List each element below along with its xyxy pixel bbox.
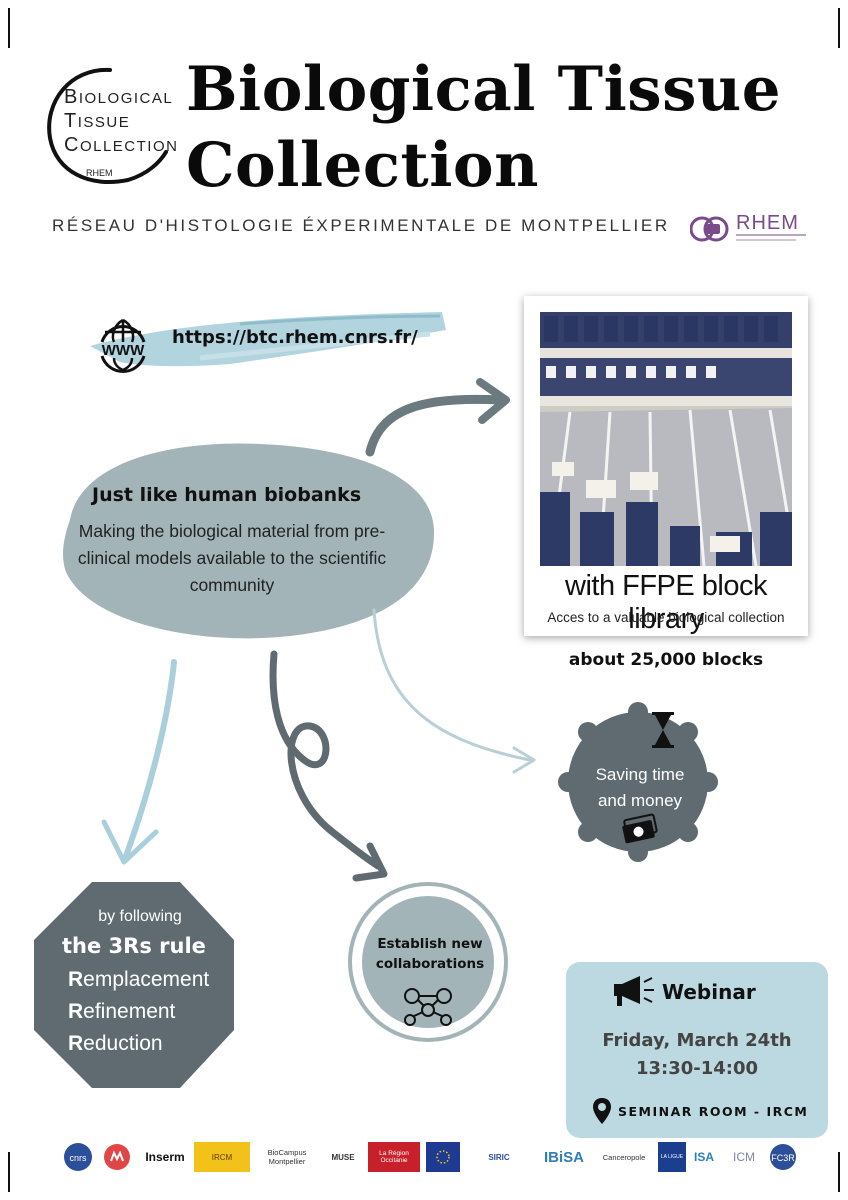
partner-logo-isa: ISA (693, 1150, 714, 1164)
page-subtitle: RÉSEAU D'HISTOLOGIE ÉXPERIMENTALE DE MON… (52, 216, 670, 235)
page-title: Biological Tissue Collection (186, 52, 781, 204)
partner-logo-ibisa: IBiSA (543, 1148, 584, 1166)
globe-icon: WWW (100, 318, 146, 373)
rhem-rings-icon (690, 216, 729, 242)
collaborations-line-1: Establish new (377, 936, 483, 952)
ffpe-library-photo (540, 312, 792, 566)
megaphone-icon (614, 976, 654, 1006)
library-subtitle: Acces to a valuable biological collectio… (547, 610, 785, 625)
title-line-2: Collection (186, 130, 539, 201)
rules-intro: by following (98, 908, 182, 925)
arrow-to-3rs (123, 659, 177, 859)
collaborations-text: Establish new collaborations (362, 934, 498, 974)
biobank-title: Just like human biobanks (92, 484, 362, 506)
logo-ring-icon (47, 67, 168, 185)
partner-logo-3r: FC3R (768, 1142, 798, 1172)
partner-logo-inserm: Inserm (145, 1150, 185, 1164)
rule-item: Reduction (68, 1032, 163, 1055)
arrow-to-library (365, 394, 505, 457)
saving-line-1: Saving time (595, 765, 685, 784)
corner-bracket (838, 8, 840, 48)
rules-title: the 3Rs rule (62, 934, 206, 958)
partner-logo-biocampus: BioCampus Montpellier (267, 1148, 307, 1166)
saving-text: Saving time and money (588, 762, 692, 814)
library-title: with FFPE block library (565, 570, 768, 635)
svg-text:FC3R: FC3R (771, 1153, 795, 1163)
partner-logo-muse: MUSE (331, 1152, 355, 1162)
partner-logo-occitanie: La Région Occitanie (368, 1142, 420, 1172)
corner-bracket (8, 1152, 10, 1192)
webinar-date: Friday, March 24th (602, 1030, 792, 1051)
3rs-octagon (34, 882, 234, 1088)
rhem-logo-text: RHEM (736, 212, 799, 234)
webinar-time: 13:30-14:00 (635, 1058, 759, 1079)
hourglass-icon (652, 712, 674, 748)
title-line-1: Biological Tissue (186, 54, 782, 125)
partner-logo-ircm: IRCM (194, 1142, 250, 1172)
biobank-bubble (63, 443, 435, 639)
rule-item: Refinement (68, 1000, 176, 1023)
partner-logo-la-ligue: LA LIGUE (658, 1142, 686, 1172)
website-url-link[interactable]: https://btc.rhem.cnrs.fr/ (172, 327, 418, 348)
arrow-to-collaborations (269, 650, 382, 870)
www-text: WWW (102, 342, 145, 359)
btc-logo: BIOLOGICAL TISSUE COLLECTION RHEM (0, 0, 180, 200)
corner-bracket (8, 8, 10, 48)
corner-bracket (838, 1152, 840, 1192)
arrow-to-saving (372, 608, 532, 762)
svg-text:cnrs: cnrs (69, 1153, 87, 1163)
rule-item: Remplacement (68, 968, 210, 991)
money-icon (622, 813, 658, 844)
saving-line-2: and money (597, 791, 683, 810)
biobank-description: Making the biological material from pre-… (77, 521, 387, 595)
network-icon (404, 988, 452, 1026)
logo-line-biological: BIOLOGICAL (64, 86, 174, 108)
collaborations-circle (348, 882, 508, 1042)
collaborations-line-2: collaborations (375, 956, 485, 972)
rhem-logo: RHEM (690, 210, 810, 250)
partner-logo-siric: SIRIC (488, 1152, 510, 1162)
logo-line-tissue: TISSUE (64, 110, 131, 132)
block-count: about 25,000 blocks (568, 650, 764, 670)
webinar-room: SEMINAR ROOM - IRCM (618, 1104, 809, 1119)
location-pin-icon (593, 1098, 611, 1124)
logo-line-collection: COLLECTION (64, 134, 179, 156)
partner-logo-um (102, 1142, 132, 1172)
partner-logo-icm: ICM (733, 1150, 755, 1164)
url-brush-stroke (90, 312, 446, 367)
partner-logo-canceropole: Canceropole (602, 1152, 646, 1162)
partner-logo-cnrs: cnrs (62, 1142, 94, 1172)
webinar-label: Webinar (662, 980, 756, 1004)
logo-rhem-text: RHEM (86, 168, 113, 178)
partner-logo-eu (426, 1142, 460, 1172)
